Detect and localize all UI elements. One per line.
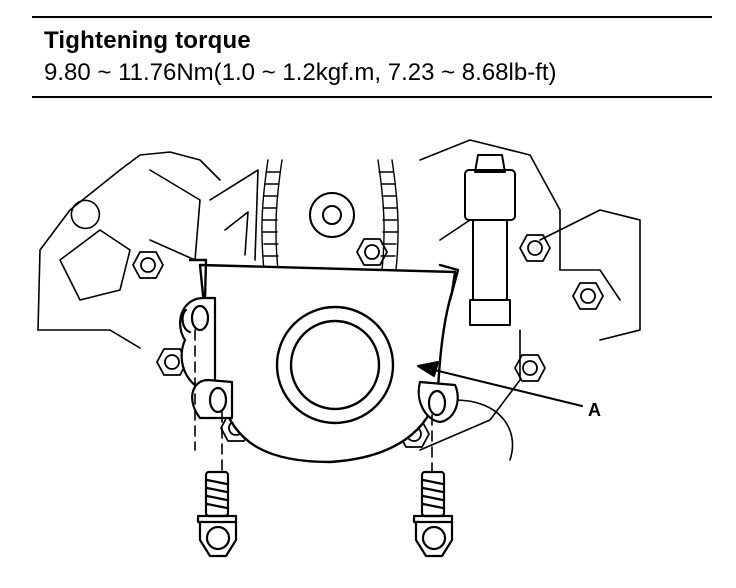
timing-chain-cover [188, 258, 460, 464]
bolt-alignment-lines [194, 329, 433, 473]
cover-bolt-right [412, 470, 454, 558]
cover-right-lug [417, 380, 459, 424]
callout-a-label: A [588, 400, 601, 420]
camshaft-sprocket [309, 192, 355, 238]
callout-a-leader [417, 361, 583, 407]
chain-tensioner [464, 154, 516, 326]
header-bottom-rule [32, 96, 712, 98]
timing-chain-left [261, 159, 283, 271]
torque-value: 9.80 ~ 11.76Nm(1.0 ~ 1.2kgf.m, 7.23 ~ 8.… [44, 59, 557, 86]
timing-chain-cover-diagram: A [37, 139, 641, 558]
torque-heading: Tightening torque [44, 27, 251, 54]
timing-chain-right [377, 159, 399, 271]
header-top-rule [32, 16, 712, 18]
engine-block [37, 139, 641, 461]
cover-bolt-left [196, 470, 238, 558]
cover-left-lug [179, 296, 234, 420]
